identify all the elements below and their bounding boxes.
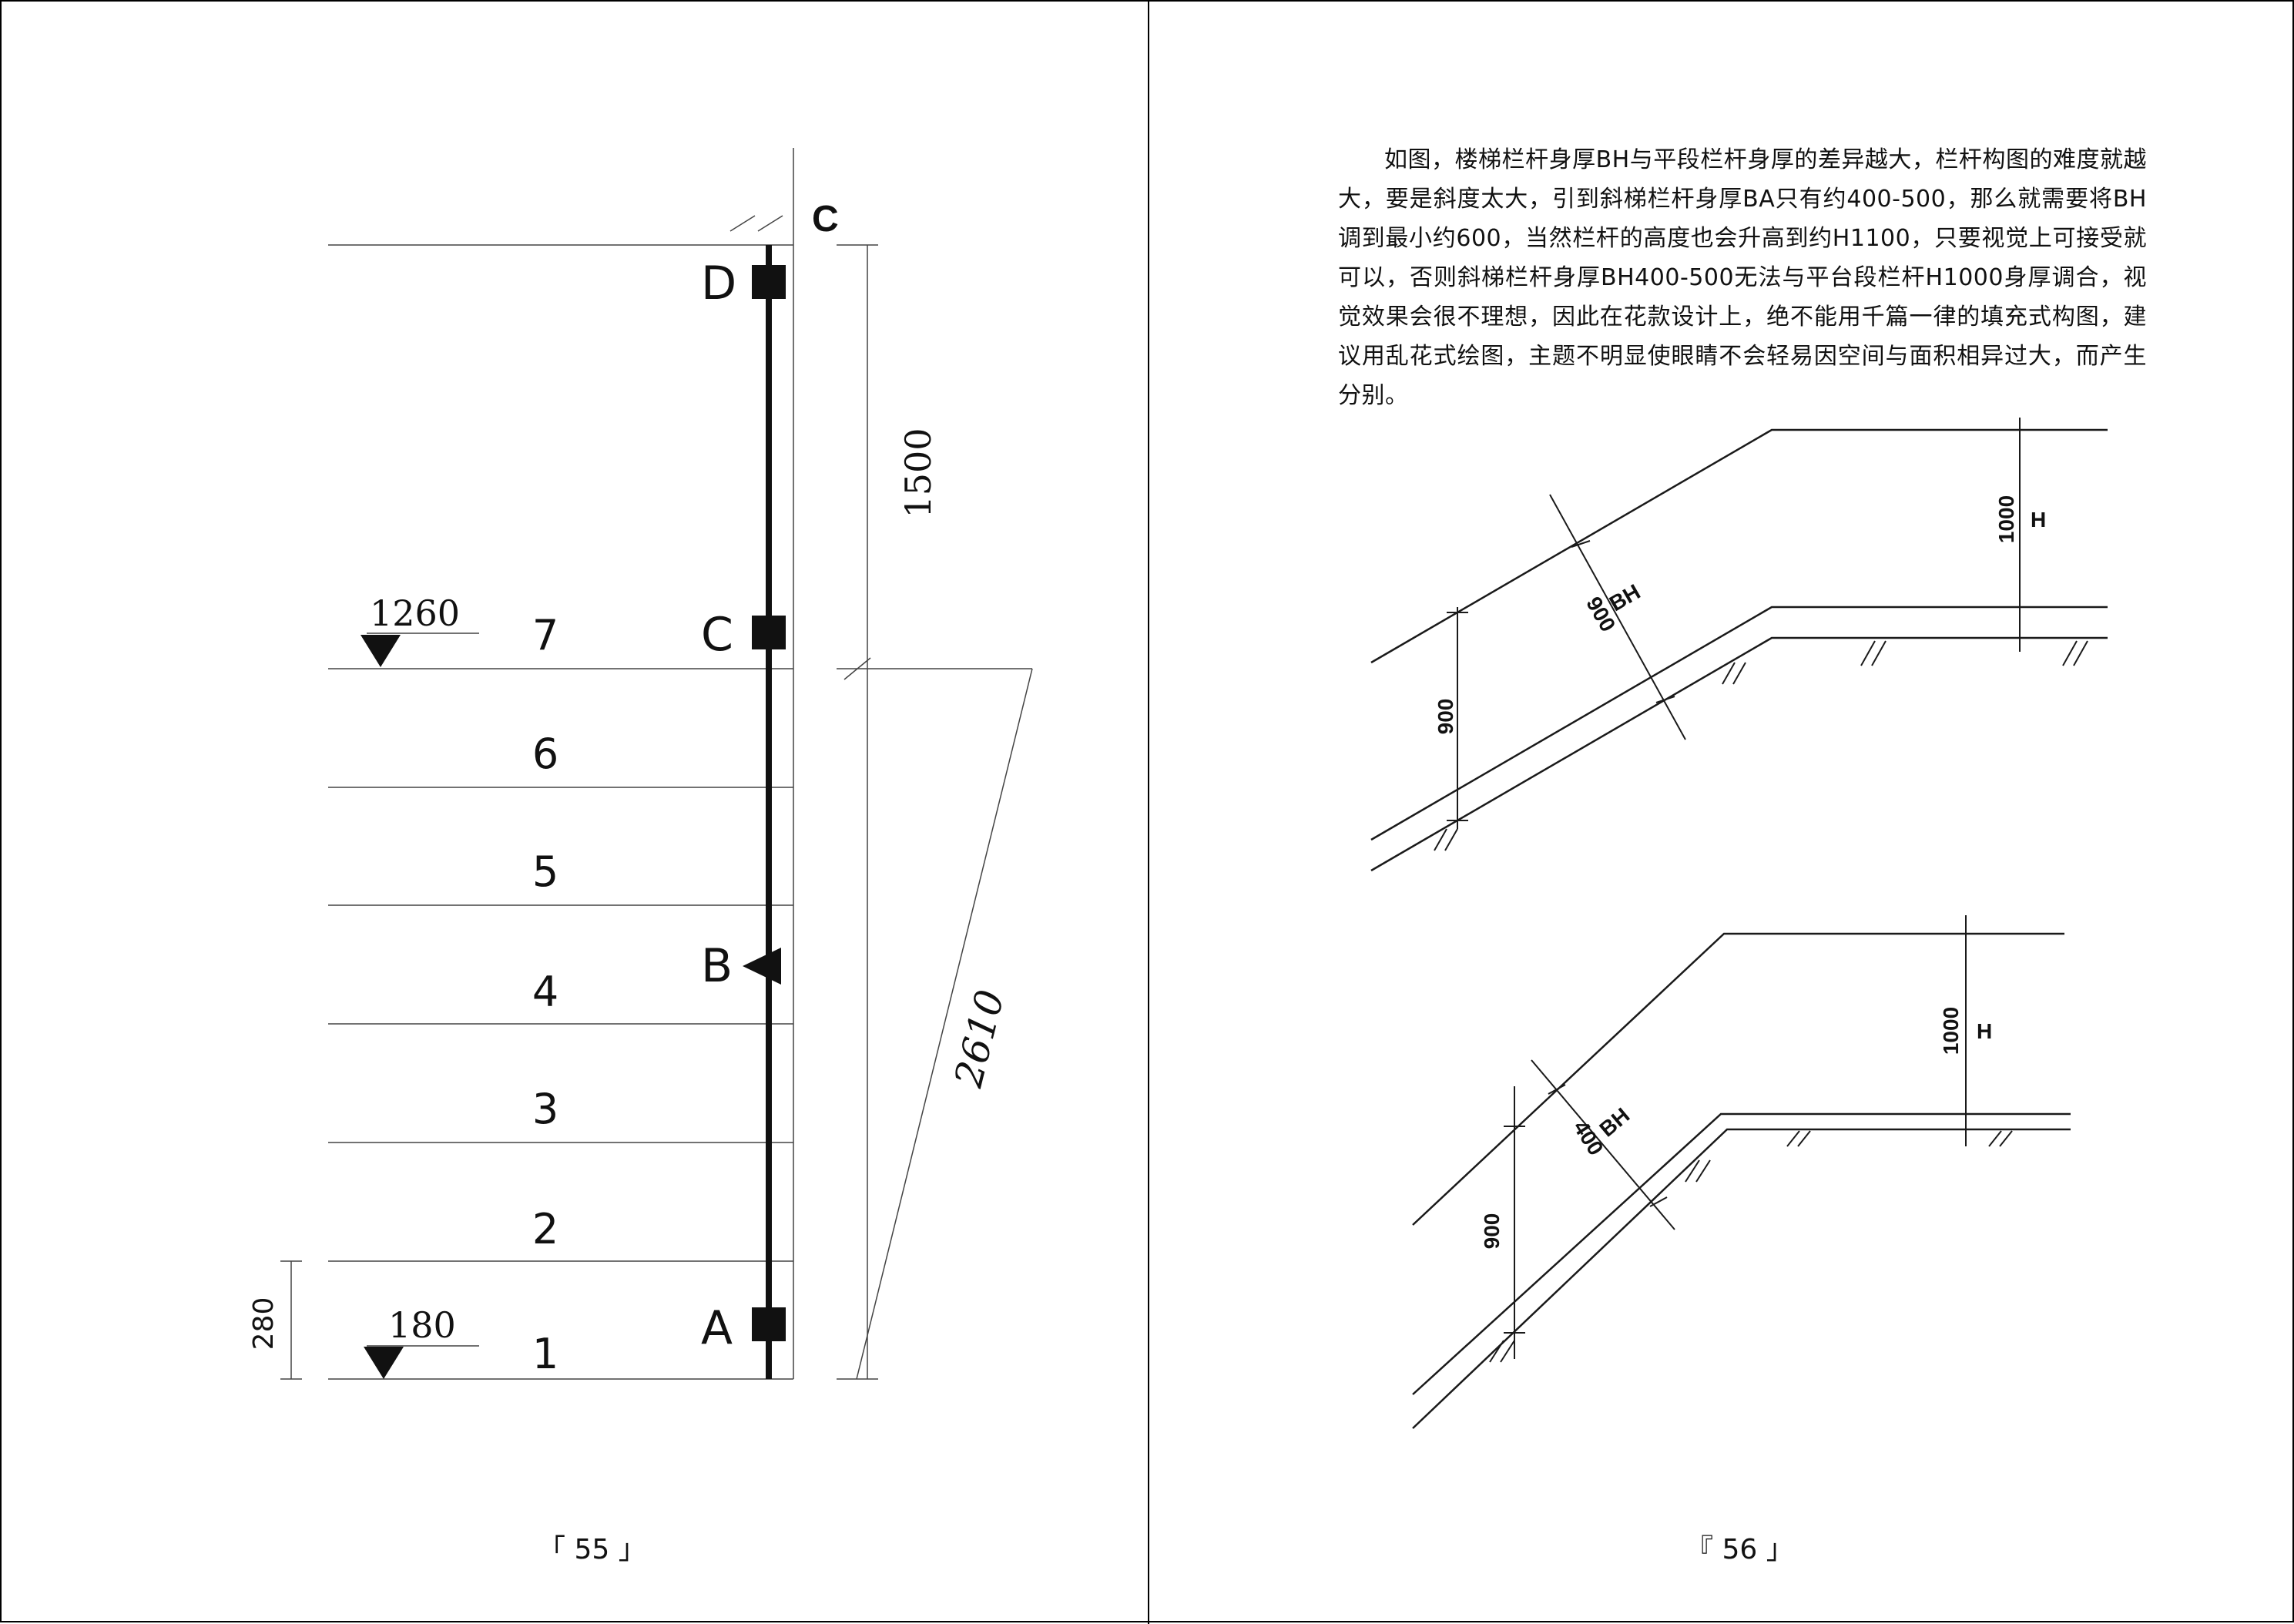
hatch-tick — [1732, 662, 1746, 685]
level-value-lower: 180 — [388, 1304, 456, 1346]
lower-rail-line — [1412, 1112, 2071, 1395]
point-label-d: D — [701, 257, 736, 310]
point-label-a: A — [701, 1301, 733, 1355]
dim-tick — [1655, 696, 1675, 703]
dim-tick — [1548, 1084, 1566, 1095]
dim-label-h-top: H — [2031, 508, 2046, 532]
railing-section-bottom — [1412, 915, 2071, 1429]
hatch-tick — [1722, 662, 1736, 685]
hatch-tick — [2062, 640, 2078, 666]
elevation-diagram — [280, 148, 1033, 1380]
marker-b-triangle — [743, 948, 781, 985]
dim-line-bh — [1549, 494, 1686, 740]
hatch-tick — [1685, 1159, 1700, 1183]
page-number-left: 「 55 」 — [538, 1534, 646, 1565]
hatch-tick — [1786, 1130, 1800, 1147]
point-label-c: C — [701, 608, 733, 662]
dim-value-1000-top: 1000 — [1994, 495, 2018, 543]
step-number: 1 — [532, 1330, 558, 1378]
dimension-1500: 1500 — [897, 428, 939, 518]
break-tick — [757, 215, 783, 232]
marker-d-square — [752, 265, 786, 299]
step-number: 4 — [532, 968, 558, 1016]
hatch-tick — [1434, 828, 1447, 851]
level-triangle-lower — [364, 1347, 404, 1379]
hatch-tick — [1988, 1130, 2002, 1147]
hatch-tick — [1797, 1130, 1811, 1147]
step-number: 2 — [532, 1205, 558, 1253]
floor-line — [1370, 636, 2108, 872]
dimension-280: 280 — [248, 1297, 280, 1351]
upper-rail-line — [1370, 428, 2108, 664]
hatch-tick — [1999, 1130, 2013, 1147]
slope-diagonal — [856, 668, 1033, 1380]
level-value-upper: 1260 — [370, 592, 460, 634]
hatch-tick — [1695, 1159, 1711, 1183]
marker-a-square — [752, 1307, 786, 1341]
point-label-b: B — [701, 939, 733, 993]
upper-rail-line — [1412, 932, 2064, 1226]
dim-value-900-stair-top: 900 — [1434, 699, 1457, 735]
hatch-tick — [1444, 828, 1458, 851]
floor-line — [1412, 1128, 2071, 1429]
step-number: 5 — [532, 847, 558, 896]
hatch-tick — [1500, 1340, 1515, 1363]
level-triangle-upper — [361, 635, 401, 667]
railing-section-top — [1370, 418, 2108, 872]
hatch-tick — [1860, 640, 1876, 666]
step-number: 6 — [532, 730, 558, 778]
lower-rail-line — [1370, 606, 2108, 841]
dimension-2610: 2610 — [946, 985, 1013, 1092]
label-top-c: C — [812, 199, 839, 240]
body-paragraph: 如图，楼梯栏杆身厚BH与平段栏杆身厚的差异越大，栏杆构图的难度就越大，要是斜度太… — [1338, 146, 2147, 409]
dim-value-1000-bottom: 1000 — [1939, 1007, 1963, 1055]
step-number: 3 — [532, 1085, 558, 1133]
break-tick — [729, 215, 756, 232]
dim-line-bh — [1531, 1059, 1675, 1230]
hatch-tick — [1489, 1340, 1504, 1363]
dimension-tick — [843, 657, 871, 680]
page-number-right: 『 56 」 — [1685, 1534, 1794, 1565]
marker-c-square — [752, 616, 786, 649]
hatch-tick — [2073, 640, 2088, 666]
step-number: 7 — [532, 611, 558, 659]
dim-tick — [1649, 1196, 1668, 1207]
hatch-tick — [1871, 640, 1887, 666]
dim-value-900-stair-bottom: 900 — [1480, 1213, 1504, 1250]
dim-tick — [1571, 540, 1591, 548]
dim-label-h-bottom: H — [1977, 1019, 1992, 1043]
